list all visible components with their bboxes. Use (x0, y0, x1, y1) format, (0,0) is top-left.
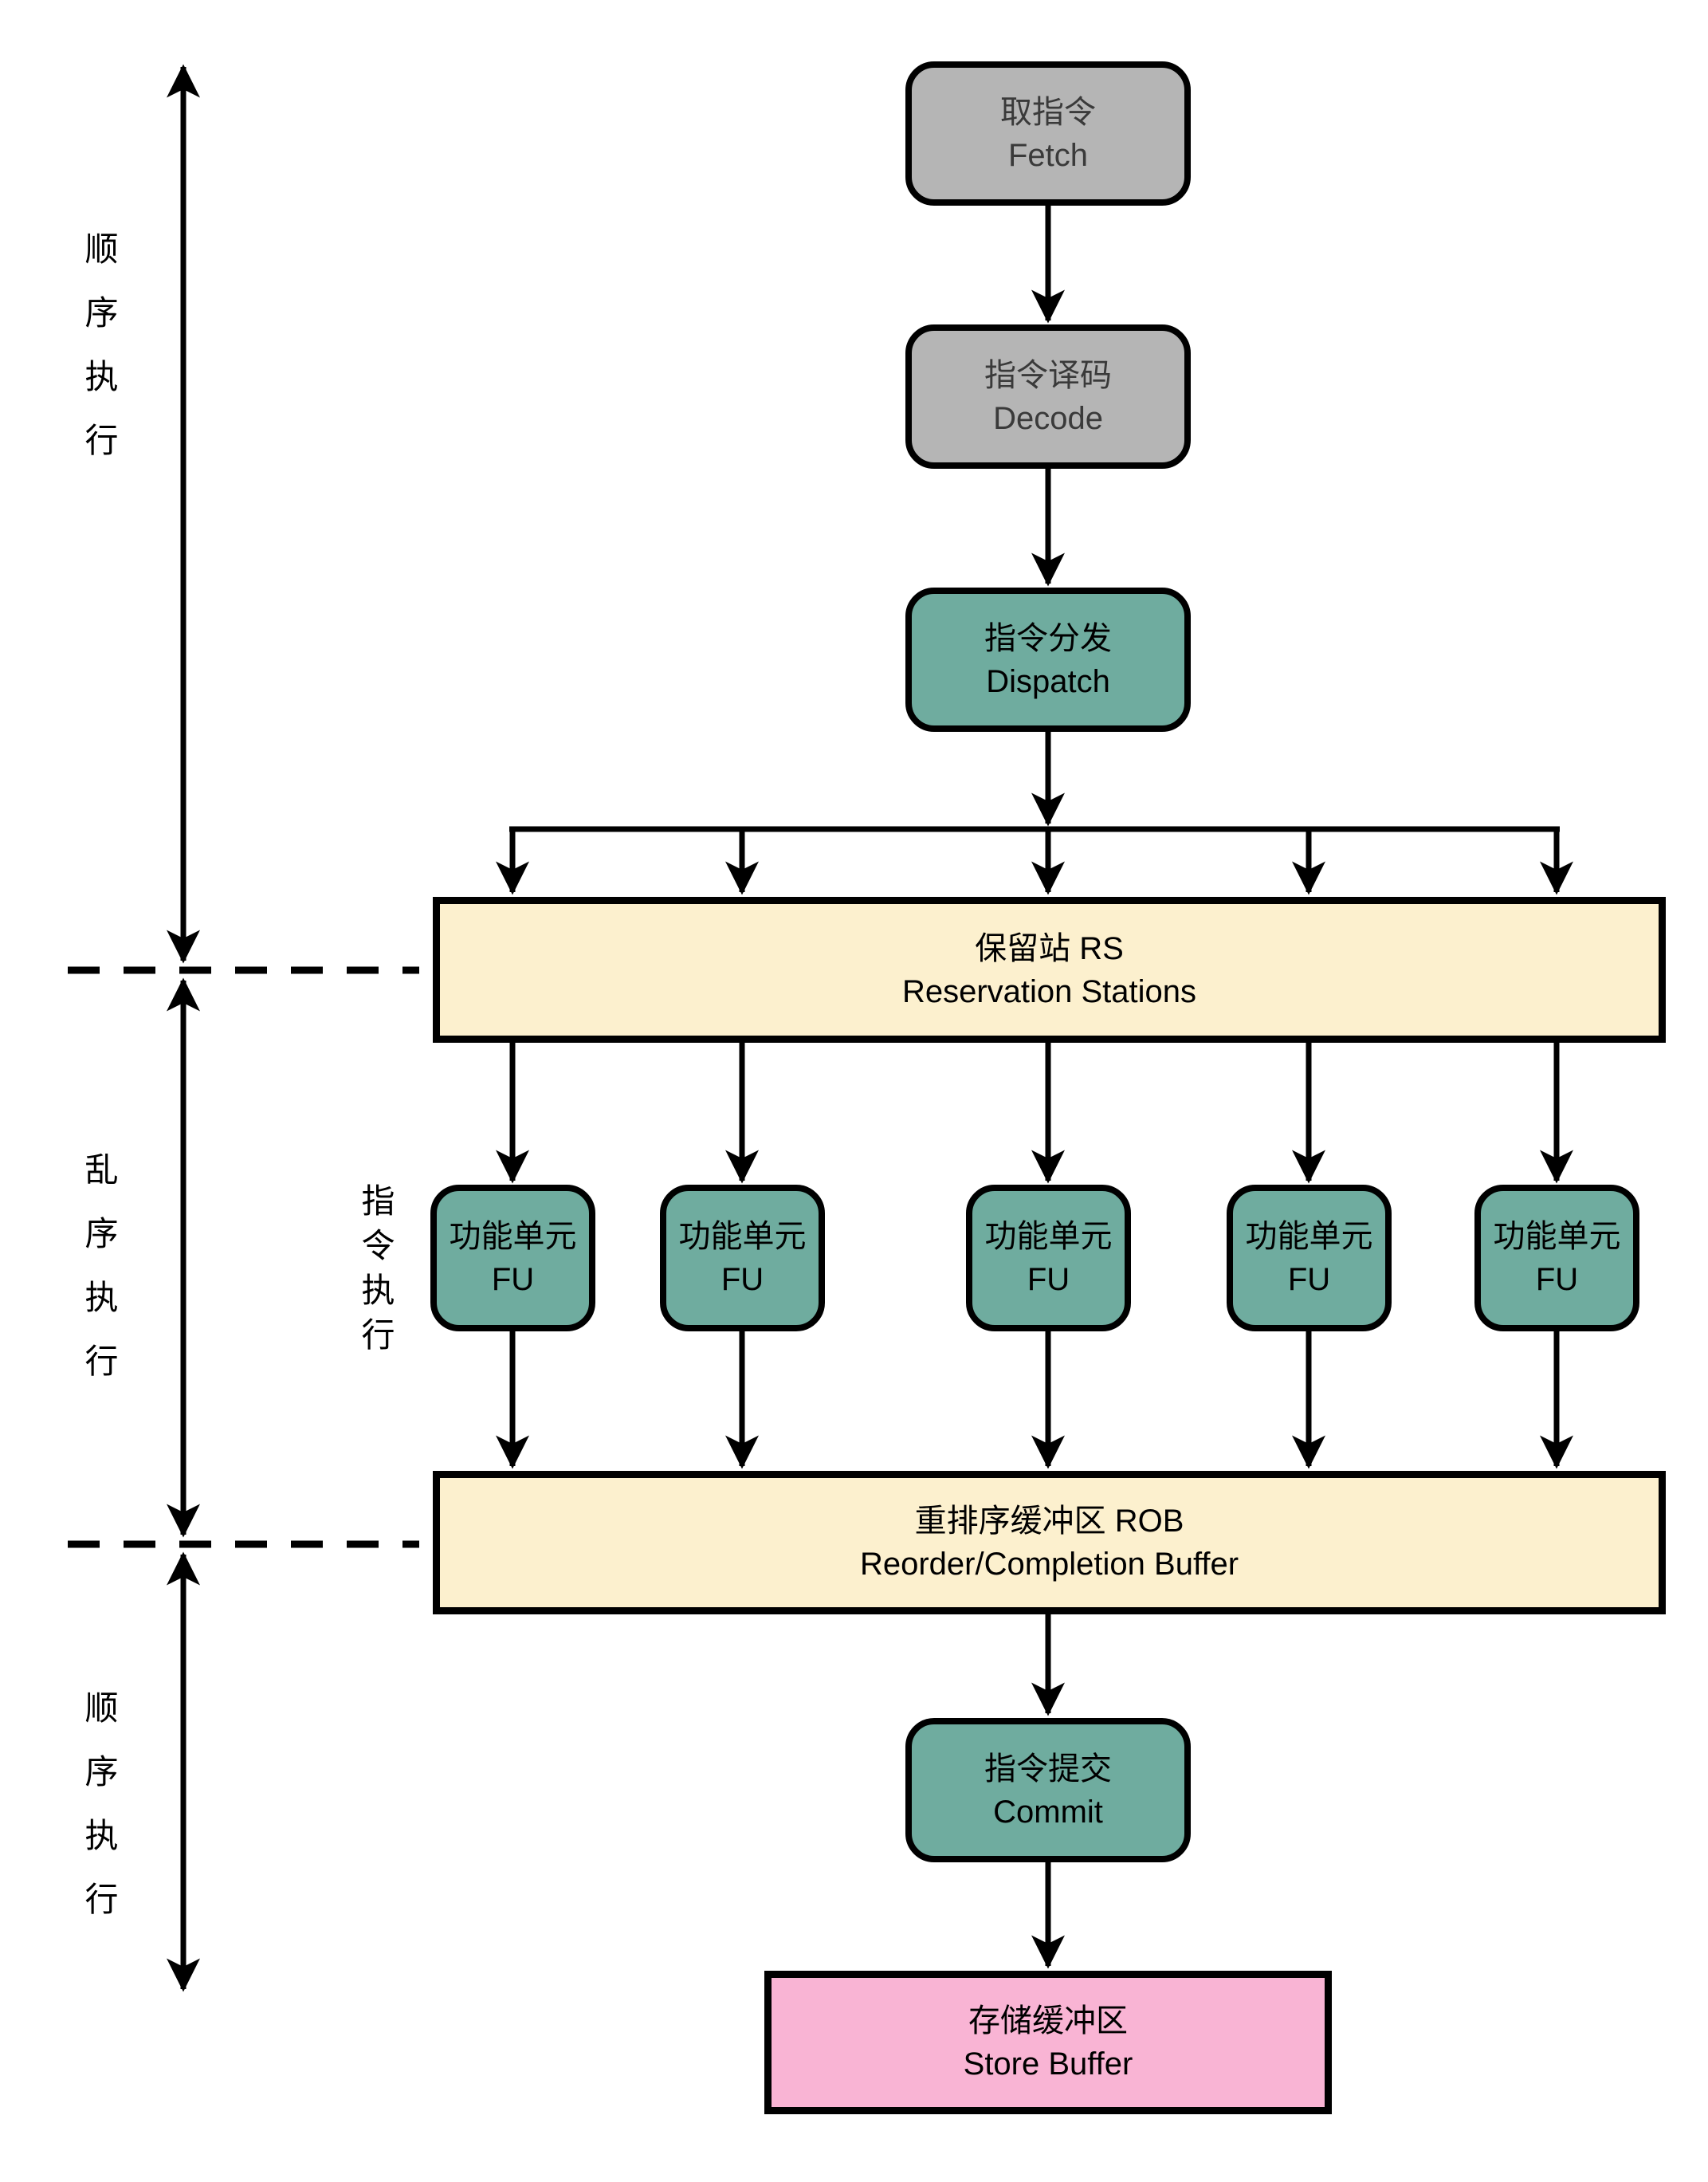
reservation-stations-label-en: Reservation Stations (901, 973, 1197, 1009)
decode-node: 指令译码 Decode (905, 324, 1191, 469)
store-buffer-label-zh: 存储缓冲区 (968, 2003, 1128, 2038)
commit-label-en: Commit (993, 1794, 1103, 1830)
fu-label-en: FU (1027, 1262, 1070, 1297)
phase-label-in-order-top: 顺序执行 (80, 231, 118, 486)
fetch-node: 取指令 Fetch (905, 61, 1191, 206)
fetch-label-en: Fetch (1007, 137, 1089, 173)
fu-label-en: FU (1287, 1262, 1331, 1297)
fetch-label-zh: 取指令 (1000, 94, 1096, 130)
store-buffer-label-en: Store Buffer (963, 2046, 1133, 2082)
commit-label-zh: 指令提交 (984, 1751, 1112, 1787)
phase-label-out-of-order: 乱序执行 (80, 1152, 118, 1407)
fu-label-zh: 功能单元 (1493, 1219, 1621, 1254)
reservation-stations-label-zh: 保留站 RS (975, 930, 1124, 966)
fu-label-en: FU (1535, 1262, 1579, 1297)
label-instruction-execute: 指令执行 (357, 1183, 395, 1362)
store-buffer-node: 存储缓冲区 Store Buffer (764, 1971, 1332, 2114)
dispatch-label-zh: 指令分发 (984, 620, 1112, 656)
fu-label-zh: 功能单元 (449, 1219, 577, 1254)
functional-unit-node-5: 功能单元 FU (1474, 1185, 1639, 1331)
functional-unit-node-2: 功能单元 FU (660, 1185, 825, 1331)
dispatch-node: 指令分发 Dispatch (905, 588, 1191, 732)
reorder-buffer-label-zh: 重排序缓冲区 ROB (914, 1504, 1184, 1539)
fu-label-zh: 功能单元 (984, 1219, 1113, 1254)
reorder-buffer-label-en: Reorder/Completion Buffer (859, 1547, 1239, 1582)
fu-label-zh: 功能单元 (678, 1219, 807, 1254)
reorder-buffer-node: 重排序缓冲区 ROB Reorder/Completion Buffer (433, 1471, 1666, 1614)
fu-label-en: FU (491, 1262, 535, 1297)
commit-node: 指令提交 Commit (905, 1718, 1191, 1862)
functional-unit-node-3: 功能单元 FU (966, 1185, 1131, 1331)
fu-label-en: FU (721, 1262, 764, 1297)
reservation-stations-node: 保留站 RS Reservation Stations (433, 897, 1666, 1043)
decode-label-en: Decode (993, 400, 1103, 436)
functional-unit-node-4: 功能单元 FU (1227, 1185, 1392, 1331)
fu-label-zh: 功能单元 (1245, 1219, 1373, 1254)
decode-label-zh: 指令译码 (984, 357, 1112, 393)
functional-unit-node-1: 功能单元 FU (430, 1185, 595, 1331)
phase-label-in-order-bottom: 顺序执行 (80, 1690, 118, 1945)
dispatch-label-en: Dispatch (986, 663, 1110, 699)
